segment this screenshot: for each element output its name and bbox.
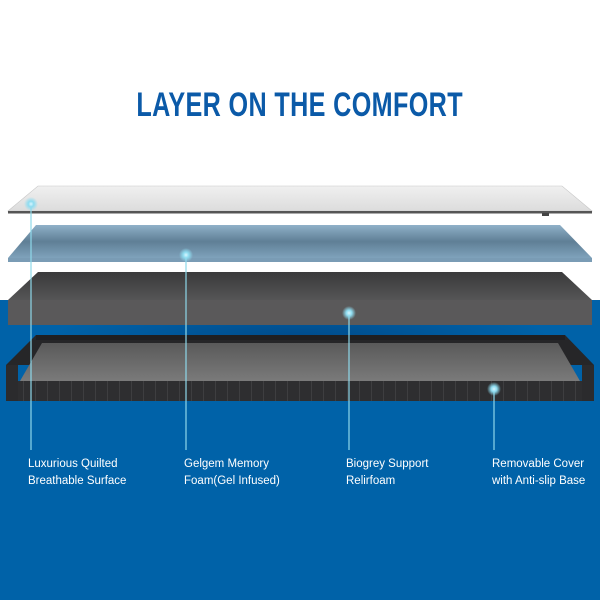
label-gel-memory-foam: Gelgem Memory Foam(Gel Infused)	[184, 456, 280, 490]
label-line-2: Breathable Surface	[28, 475, 127, 487]
label-removable-cover: Removable Cover with Anti-slip Base	[492, 456, 585, 490]
label-line-1: Biogrey Support	[346, 458, 429, 470]
label-support-foam: Biogrey Support Relirfoam	[346, 456, 428, 490]
connector-lines	[30, 204, 495, 450]
label-line-1: Gelgem Memory	[184, 458, 269, 470]
layer-quilted-surface	[7, 185, 593, 216]
page-title: LAYER ON THE COMFORT	[0, 86, 600, 125]
layer-removable-cover	[6, 335, 594, 401]
label-line-1: Removable Cover	[492, 458, 585, 470]
layer-support-foam	[8, 272, 592, 325]
label-line-2: with Anti-slip Base	[492, 475, 586, 487]
label-line-1: Luxurious Quilted	[28, 458, 118, 470]
connector-dots	[24, 197, 501, 396]
layer-gel-memory-foam	[8, 225, 592, 262]
label-quilted-surface: Luxurious Quilted Breathable Surface	[28, 456, 126, 490]
label-line-2: Relirfoam	[346, 475, 396, 487]
label-line-2: Foam(Gel Infused)	[184, 475, 280, 487]
page-title-text: LAYER ON THE COMFORT	[136, 86, 464, 124]
